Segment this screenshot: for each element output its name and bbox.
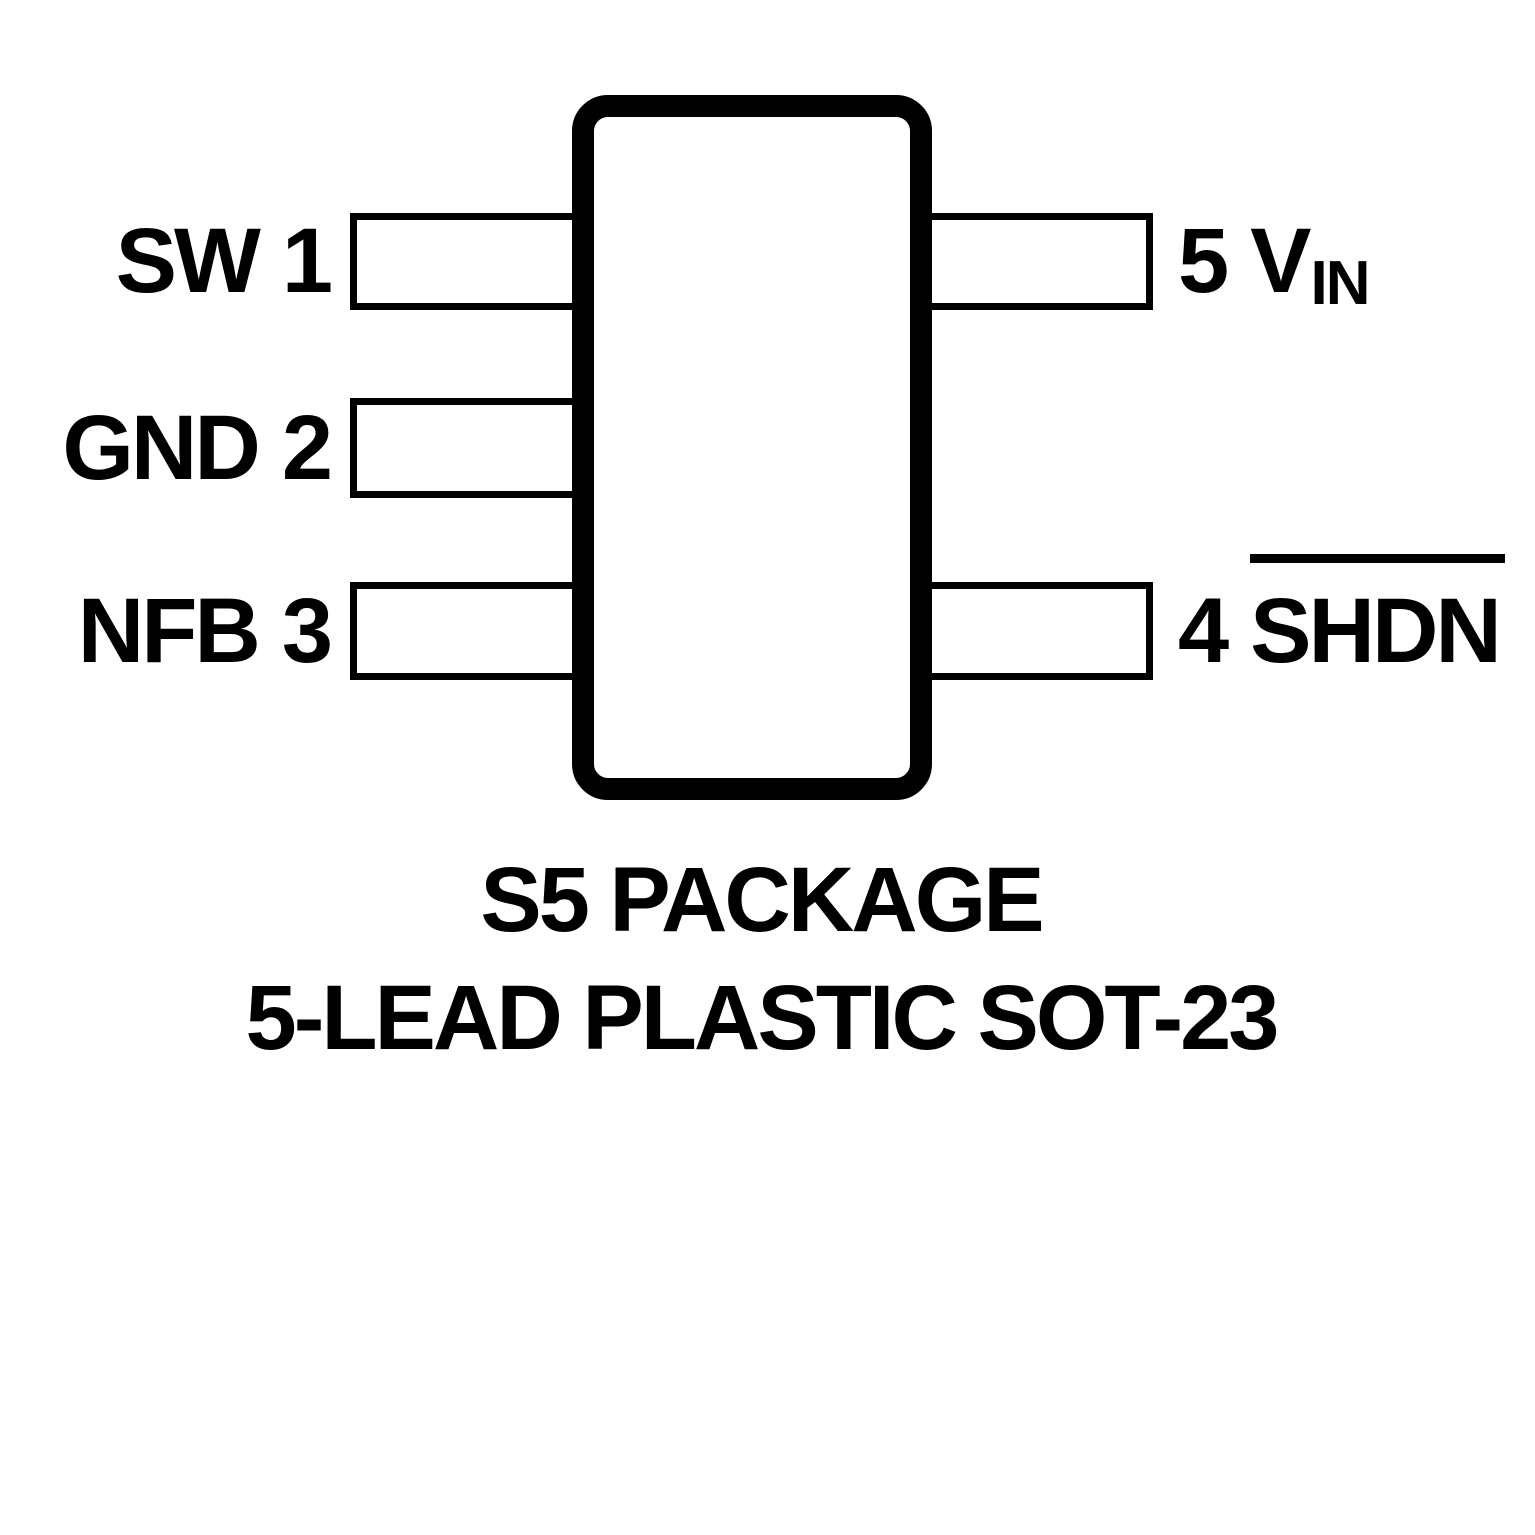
- ic-package-body: [572, 95, 932, 800]
- pin-3-name: NFB: [77, 579, 261, 682]
- pin-5-number: 5: [1178, 210, 1229, 312]
- pin-5-name-subscript: IN: [1310, 249, 1371, 318]
- pin-2-name: GND: [62, 396, 260, 499]
- pin-2-label: GND 2: [40, 396, 333, 499]
- pin-5-lead: [905, 213, 1153, 310]
- pin-4-lead: [905, 582, 1153, 680]
- pin-5-name: V: [1250, 210, 1311, 312]
- pin-1-number: 1: [281, 210, 333, 312]
- pin-3-lead: [350, 582, 600, 680]
- pin-1-lead: [350, 213, 600, 310]
- pin-4-name: SHDN: [1250, 553, 1505, 684]
- pin-1-name: SW: [115, 210, 261, 312]
- pin-1-label: SW 1: [40, 210, 333, 312]
- pin-2-number: 2: [281, 396, 333, 499]
- package-title: S5 PACKAGE: [480, 849, 1044, 951]
- pin-4-number: 4: [1178, 579, 1229, 682]
- pin-3-number: 3: [281, 579, 333, 682]
- pin-3-label: NFB 3: [40, 580, 333, 682]
- pin-2-lead: [350, 398, 600, 498]
- package-subtitle: 5-LEAD PLASTIC SOT-23: [245, 967, 1280, 1069]
- pin-4-label: 4 SHDN: [1178, 553, 1505, 682]
